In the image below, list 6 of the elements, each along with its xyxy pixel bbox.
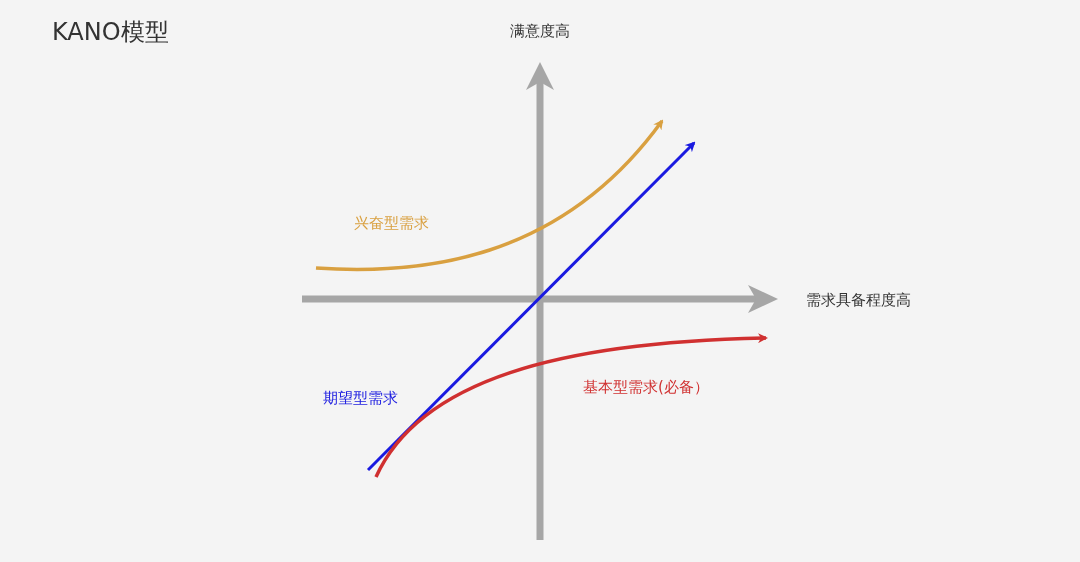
line-label: 期望型需求 bbox=[323, 389, 398, 408]
axis-label: 需求具备程度高 bbox=[806, 291, 911, 310]
title: KANO模型 bbox=[52, 17, 169, 48]
curve-label: 基本型需求(必备） bbox=[583, 378, 709, 397]
axis-label: 满意度高 bbox=[510, 22, 570, 41]
curve-label: 兴奋型需求 bbox=[354, 214, 429, 233]
